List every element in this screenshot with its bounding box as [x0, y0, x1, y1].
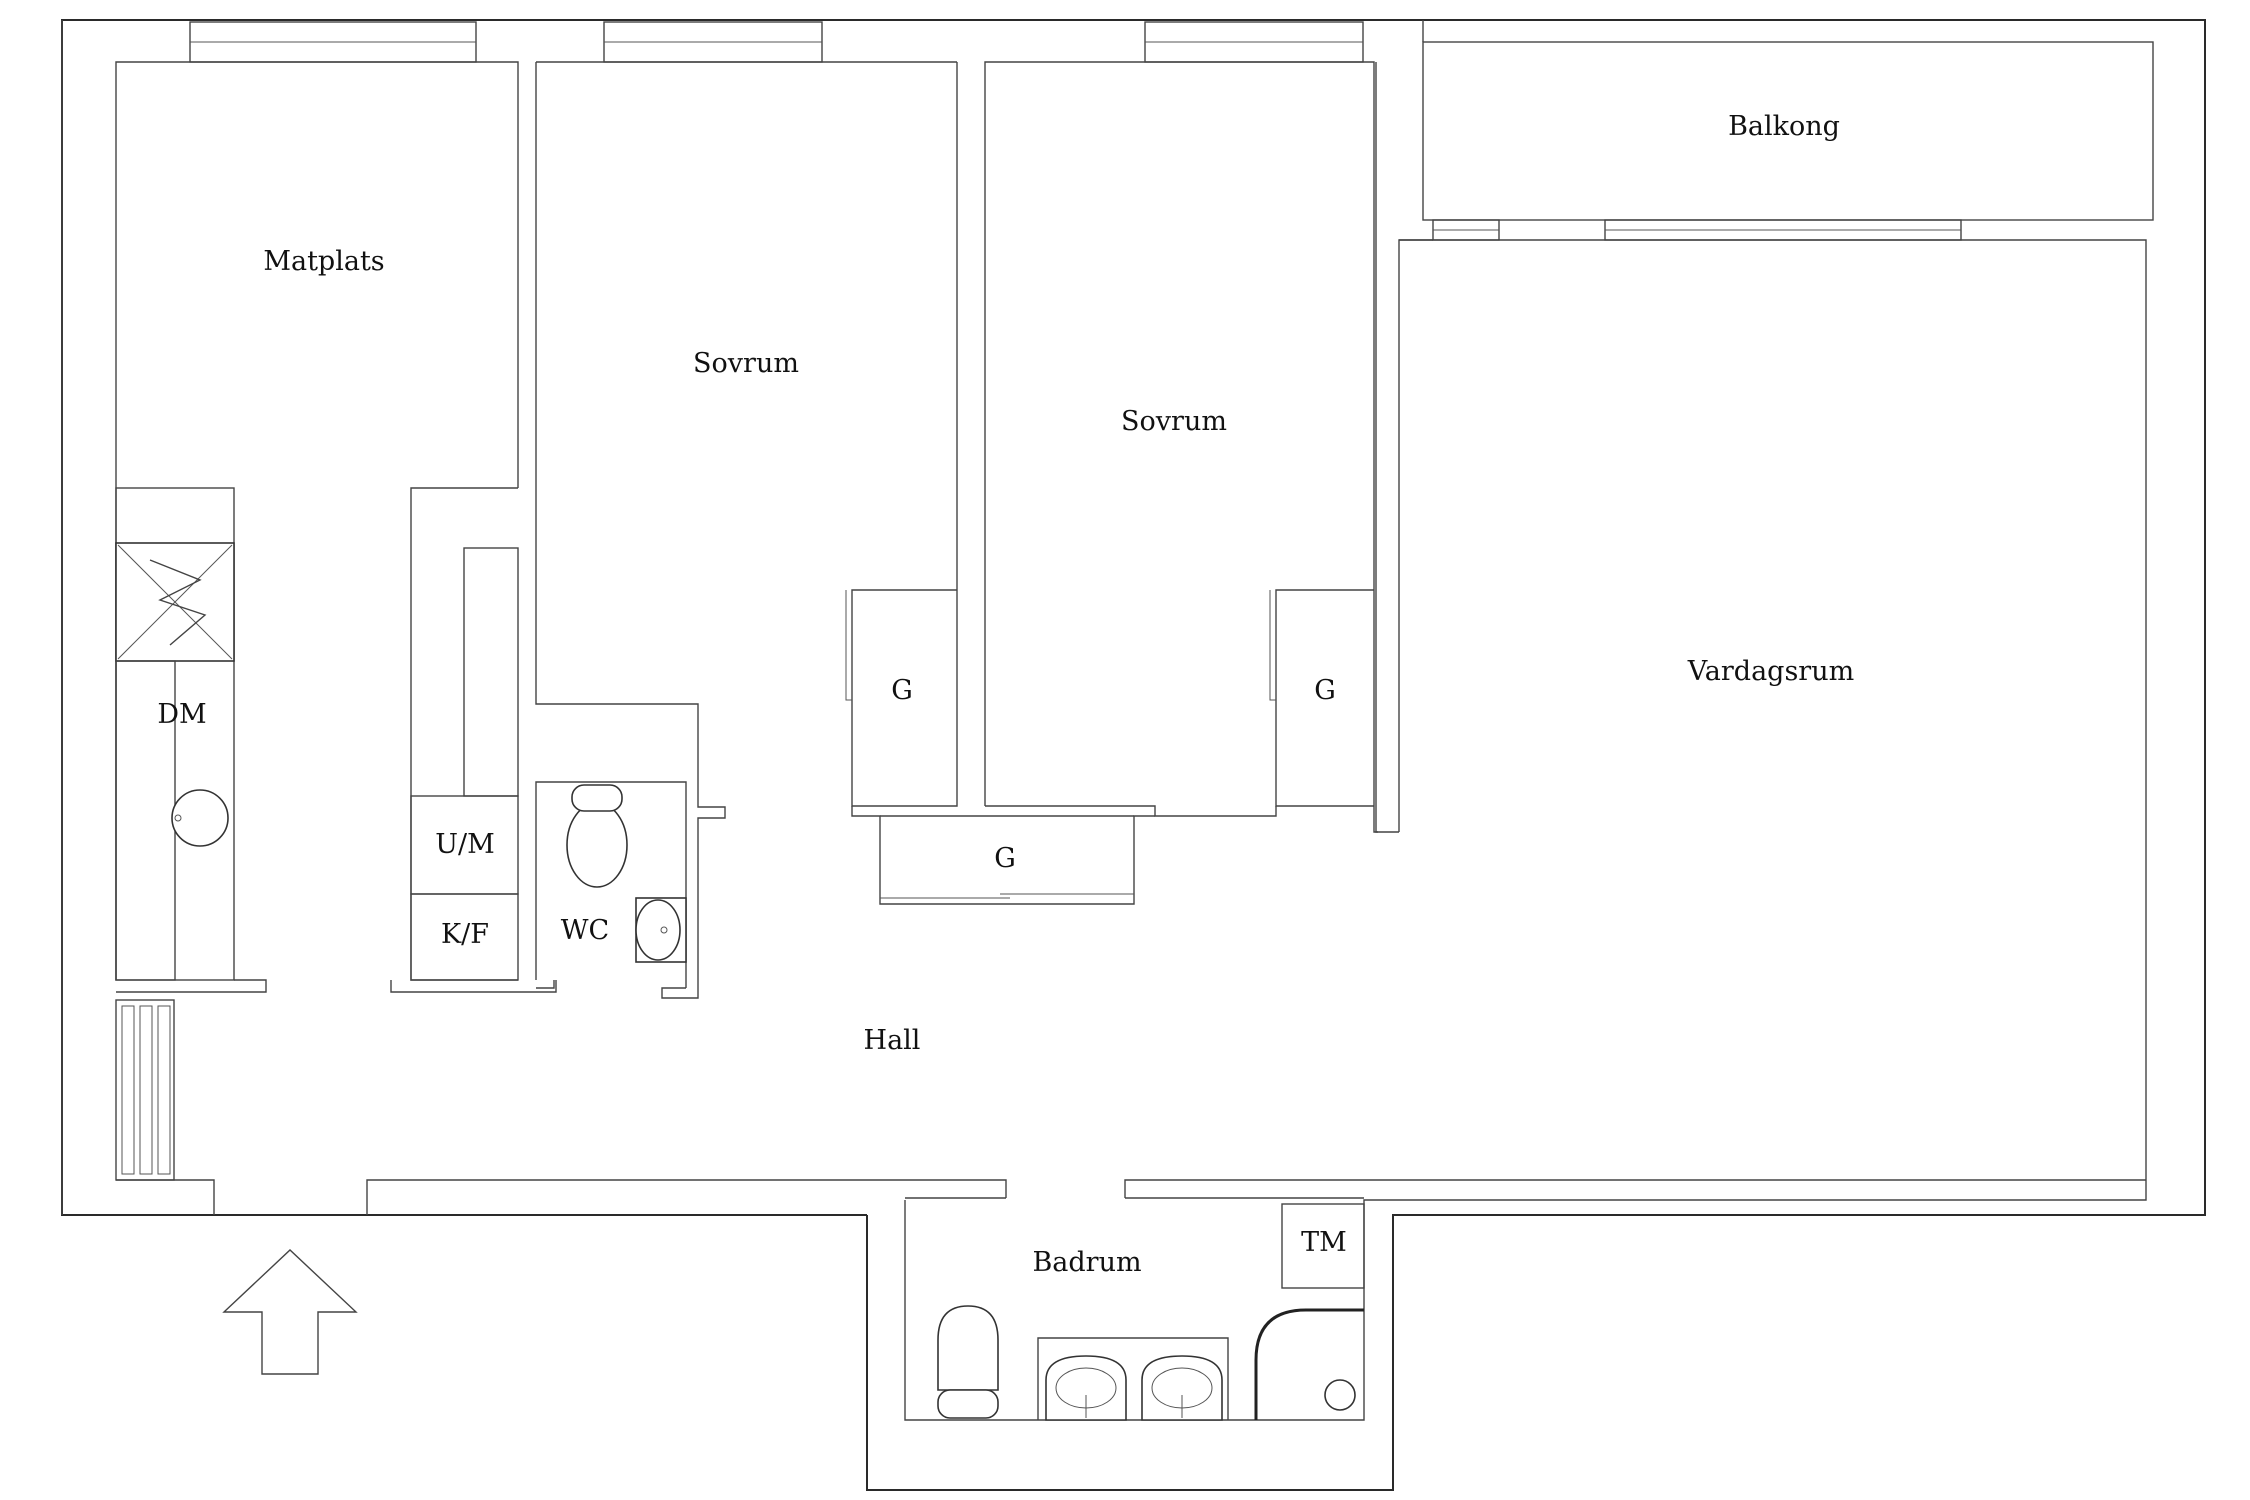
kitchen-area: [115, 61, 557, 993]
label-g-1: G: [891, 675, 913, 706]
label-g-3: G: [994, 843, 1016, 874]
label-sovrum-1: Sovrum: [693, 348, 799, 379]
wardrobe-wall: [1275, 589, 1374, 807]
radiator-icon: [115, 999, 175, 1181]
label-hall: Hall: [864, 1025, 921, 1056]
outer-walls: [61, 19, 2206, 1491]
radiator-fin: [157, 1005, 171, 1175]
wall-segment: [1124, 1179, 2146, 1198]
wc-sink-icon: [635, 899, 681, 961]
label-tm: TM: [1301, 1227, 1347, 1258]
toilet-tank-icon: [571, 784, 623, 812]
wall-segment: [116, 1179, 215, 1215]
label-vardagsrum: Vardagsrum: [1687, 656, 1854, 687]
radiator-fin: [139, 1005, 153, 1175]
sink-right-icon: [1141, 1355, 1223, 1421]
hall-bottom-wall: [116, 1179, 2146, 1215]
sink-drain-icon: [174, 814, 182, 822]
bedroom-2: [984, 61, 1378, 833]
living-room: [1375, 62, 1433, 833]
vanity-counter: [1037, 1337, 1229, 1420]
label-g-2: G: [1314, 675, 1336, 706]
washing-machine-box: [1281, 1203, 1365, 1289]
inner-wall-line: [904, 239, 2147, 1421]
windows-top: [189, 21, 1364, 63]
label-kf: K/F: [441, 919, 489, 950]
stove-icon: [117, 544, 233, 660]
bathroom: [937, 1203, 1365, 1421]
label-sovrum-2: Sovrum: [1121, 406, 1227, 437]
up-arrow-icon: [222, 1249, 358, 1375]
stove-icon: [149, 559, 207, 646]
bath-toilet-icon: [937, 1305, 999, 1391]
bedroom-wall: [984, 61, 1378, 833]
wall-segment: [366, 1179, 1007, 1215]
bath-toilet-tank-icon: [937, 1389, 999, 1419]
kitchen-wall: [390, 980, 557, 993]
fridge-freezer-cabinet: [410, 893, 519, 981]
label-wc: WC: [561, 915, 609, 946]
sink-icon: [171, 789, 229, 847]
wardrobe-door: [845, 590, 852, 701]
kitchen-wall: [116, 979, 267, 993]
sink-left-icon: [1045, 1355, 1127, 1421]
toilet-icon: [566, 802, 628, 888]
wc-wall: [535, 781, 687, 988]
label-badrum: Badrum: [1032, 1247, 1141, 1278]
wc-sink-drain-icon: [660, 926, 668, 934]
balcony: [1422, 20, 2154, 241]
living-room-wall: [1375, 62, 1399, 833]
shower-drain-icon: [1324, 1379, 1356, 1411]
label-matplats: Matplats: [263, 246, 384, 277]
label-um: U/M: [435, 829, 495, 860]
bedroom-wall: [985, 805, 1277, 817]
wardrobe-door: [1269, 590, 1276, 701]
radiator-fin: [121, 1005, 135, 1175]
shower-icon: [1254, 1308, 1364, 1420]
label-balkong: Balkong: [1728, 111, 1840, 142]
label-dm: DM: [157, 699, 206, 730]
hall-wardrobe: [851, 806, 1155, 905]
fridge-cabinet: [463, 547, 519, 797]
radiator-icon: [115, 999, 175, 1181]
bedroom-wall: [535, 62, 726, 999]
wc-room: [535, 781, 687, 989]
wc-wall: [536, 980, 555, 989]
room-labels: Matplats Sovrum Sovrum Balkong Vardagsru…: [157, 111, 1854, 1278]
